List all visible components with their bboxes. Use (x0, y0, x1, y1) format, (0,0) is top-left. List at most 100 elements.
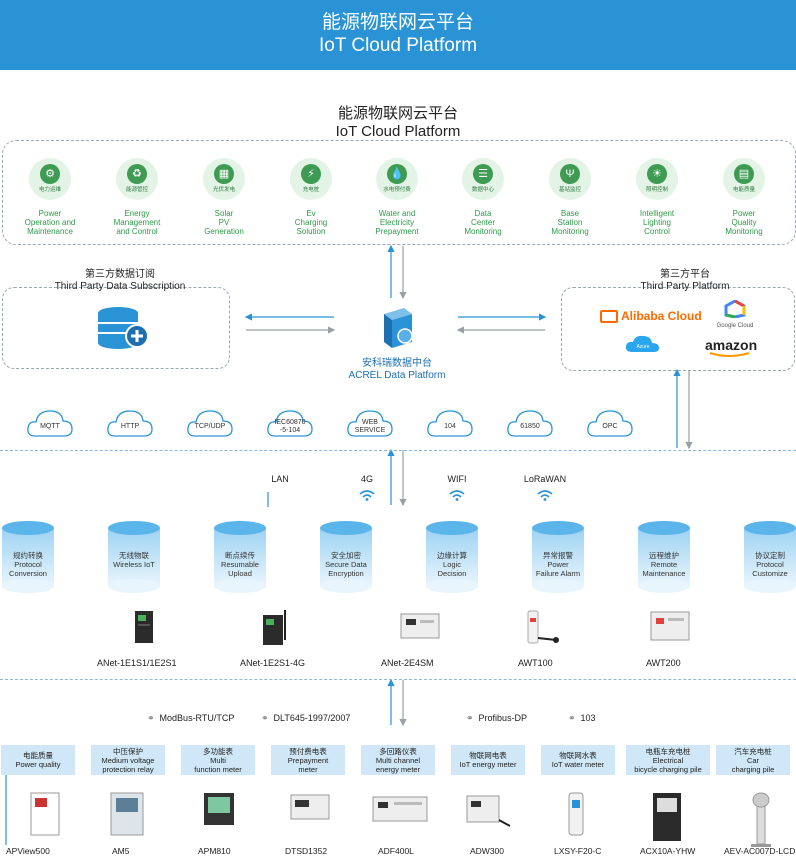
product-label: AM5 (112, 846, 130, 856)
protocol-label: SERVICE (354, 427, 386, 434)
google-cloud-icon (724, 299, 746, 319)
app-label-line: Monitoring (464, 227, 502, 236)
category-label-en: Medium voltage (101, 756, 155, 765)
gateway-label: ANet-2E4SM (381, 658, 434, 668)
power-icon: ⚙ (40, 164, 60, 184)
network-label: LAN (271, 474, 289, 484)
app-icon-badge: ☰ 数据中心 (462, 158, 504, 200)
cloud-title: 能源物联网云平台 IoT Cloud Platform (0, 105, 796, 141)
app-label-line: and Control (116, 227, 158, 236)
center-title: 安科瑞数据中台 ACREL Data Platform (322, 358, 472, 382)
protocol-cloud: HTTP (106, 405, 154, 439)
function-label-en: Wireless IoT (113, 560, 155, 569)
function-label-en: Remote (650, 560, 678, 569)
function-label-cn: 断点续传 (225, 551, 255, 560)
protocol-cloud: MQTT (26, 405, 74, 439)
cloud-title-cn: 能源物联网云平台 (337, 105, 458, 122)
category-label-cn: 预付费电表 (289, 747, 327, 756)
cloud-icon (507, 410, 553, 437)
function-label-cn: 异常报警 (543, 551, 573, 560)
bus-item: ⚭ ModBus-RTU/TCP (147, 713, 234, 724)
function-label-en: Maintenance (642, 569, 686, 578)
subscription-title: 第三方数据订阅 Third Party Data Subscription (20, 269, 220, 293)
function-label-en: Conversion (9, 569, 47, 578)
iot-meter-icon (466, 792, 512, 837)
protocol-cloud: TCP/UDP (186, 405, 234, 439)
database-icon: ☰ (473, 164, 493, 184)
category-label-en: energy meter (375, 765, 421, 774)
wifi-icon (432, 484, 482, 503)
product-label: DTSD1352 (285, 846, 328, 856)
app-label-line: Maintenance (27, 227, 73, 236)
ev-charger-icon: ⚡ (301, 164, 321, 184)
bus-label: ModBus-RTU/TCP (159, 713, 235, 723)
bus-label: 103 (580, 713, 596, 723)
azure-logo: Azure (624, 332, 662, 356)
function-label-cn: 协议定制 (755, 551, 785, 560)
product-label: AEV-AC007D-LCD (724, 846, 796, 856)
wifi-icon (520, 484, 570, 503)
subscription-title-cn: 第三方数据订阅 (85, 269, 155, 280)
third-party-panel (561, 287, 795, 371)
gateway-label: AWT100 (518, 658, 553, 668)
category-label-cn: 电瓶车充电桩 (645, 747, 691, 756)
app-label-cn: 基站监控 (558, 187, 581, 193)
protocol-label: WEB (362, 419, 378, 426)
app-label-cn: 数据中心 (471, 187, 494, 193)
third-party-title: 第三方平台 Third Party Platform (585, 269, 785, 293)
multi-channel-meter-icon (372, 792, 428, 831)
app-label-line: Station (557, 218, 583, 227)
meter-icon: ▤ (734, 164, 754, 184)
subscription-title-en: Third Party Data Subscription (54, 281, 186, 292)
app-label-line: Quality (731, 218, 757, 227)
bulb-icon: ☀ (647, 164, 667, 184)
product-label: ADF400L (378, 846, 414, 856)
category-label-en: charging pile (731, 765, 775, 774)
protocol-label: TCP/UDP (194, 423, 226, 430)
header-title-en: IoT Cloud Platform (318, 35, 478, 56)
app-label-line: Prepayment (375, 227, 419, 236)
azure-cloud-icon (625, 335, 659, 352)
function-label-cn: 规约转换 (13, 551, 43, 560)
gateway-4g-device-icon (261, 610, 289, 651)
link-icon: ⚭ (568, 713, 576, 723)
cloud-icon (27, 410, 73, 437)
product-label: LXSY-F20-C (554, 846, 602, 856)
link-icon: ⚭ (147, 713, 155, 723)
category-label-en: Multi channel (375, 756, 421, 765)
function-label-cn: 无线物联 (119, 551, 149, 560)
app-label-cn: 照明控制 (645, 187, 668, 193)
network-item: LAN (255, 474, 305, 484)
app-label-line: Data (474, 209, 492, 218)
app-label-line: Charging (294, 218, 328, 227)
app-label-line: Base (560, 209, 580, 218)
app-label-line: Control (644, 227, 670, 236)
app-icon-badge: ▦光伏发电 (203, 158, 245, 200)
din-rail-gateway-icon (400, 610, 440, 647)
app-label-line: Management (113, 218, 161, 227)
app-label-line: PV (218, 218, 230, 227)
prepayment-meter-icon (290, 792, 330, 827)
app-label-line: Monitoring (725, 227, 763, 236)
protocol-label: MQTT (40, 423, 60, 430)
